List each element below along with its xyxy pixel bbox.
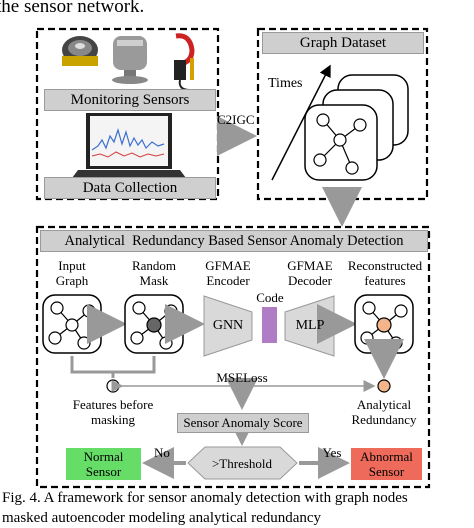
- encoder-label: GFMAE Encoder: [205, 258, 251, 288]
- anomaly-score-label: Sensor Anomaly Score: [183, 415, 303, 430]
- data-collection-label: Data Collection: [82, 179, 178, 196]
- input-graph-label: Input Graph: [55, 258, 89, 288]
- random-mask-label: Random Mask: [131, 258, 177, 288]
- yes-label: Yes: [322, 445, 342, 460]
- anomaly-score-bar: Sensor Anomaly Score: [177, 413, 309, 433]
- reconstructed-feature-node: [377, 379, 391, 393]
- original-feature-node: [106, 379, 120, 393]
- graph-stack: [304, 74, 409, 181]
- reconstructed-label: Reconstructed features: [347, 258, 423, 288]
- mseloss-label: MSELoss: [216, 370, 268, 385]
- abnormal-sensor-label: Abnormal Sensor: [360, 449, 413, 479]
- header-text: the sensor network.: [0, 0, 145, 17]
- times-label: Times: [268, 76, 303, 91]
- monitoring-sensors-label: Monitoring Sensors: [70, 91, 190, 108]
- normal-sensor-label: Normal Sensor: [83, 449, 124, 479]
- mlp-label: MLP: [295, 318, 325, 333]
- figure-caption-line-1: Fig. 4. A framework for sensor anomaly d…: [2, 490, 408, 506]
- features-before-label: Features before masking: [72, 397, 154, 427]
- gnn-label: GNN: [212, 318, 244, 333]
- clamp-sensor-icon: [174, 33, 195, 91]
- code-label: Code: [256, 290, 284, 305]
- gnn-encoder-shape: [203, 295, 253, 357]
- data-collection-bar: Data Collection: [44, 177, 216, 199]
- monitoring-sensors-bar: Monitoring Sensors: [44, 89, 216, 111]
- graph-dataset-label: Graph Dataset: [299, 34, 387, 51]
- times-arrow: [271, 64, 331, 181]
- detection-title-bar: Analytical Redundancy Based Sensor Anoma…: [40, 230, 428, 252]
- input-graph-box: [42, 294, 102, 354]
- threshold-hexagon: [187, 446, 298, 480]
- reconstructed-box: [354, 294, 414, 354]
- detection-frame: [35, 225, 431, 489]
- random-mask-box: [124, 294, 184, 354]
- code-bar: [262, 307, 277, 343]
- load-cell-sensor-icon: [62, 36, 98, 66]
- analytical-redundancy-label: Analytical Redundancy: [351, 397, 417, 427]
- laptop-icon: [72, 113, 186, 178]
- abnormal-sensor-box: [351, 448, 422, 480]
- detection-title: Analytical Redundancy Based Sensor Anoma…: [64, 232, 404, 249]
- c2igc-label: C2IGC: [217, 112, 255, 127]
- decoder-label: GFMAE Decoder: [287, 258, 333, 288]
- sensing-frame: [35, 27, 220, 201]
- figure-caption-line-2: masked autoencoder modeling analytical r…: [2, 510, 322, 526]
- threshold-label: >Threshold: [211, 456, 273, 471]
- normal-sensor-box: [66, 448, 141, 480]
- graph-dataset-bar: Graph Dataset: [262, 32, 424, 54]
- accelerometer-sensor-icon: [112, 36, 148, 84]
- no-label: No: [154, 445, 170, 460]
